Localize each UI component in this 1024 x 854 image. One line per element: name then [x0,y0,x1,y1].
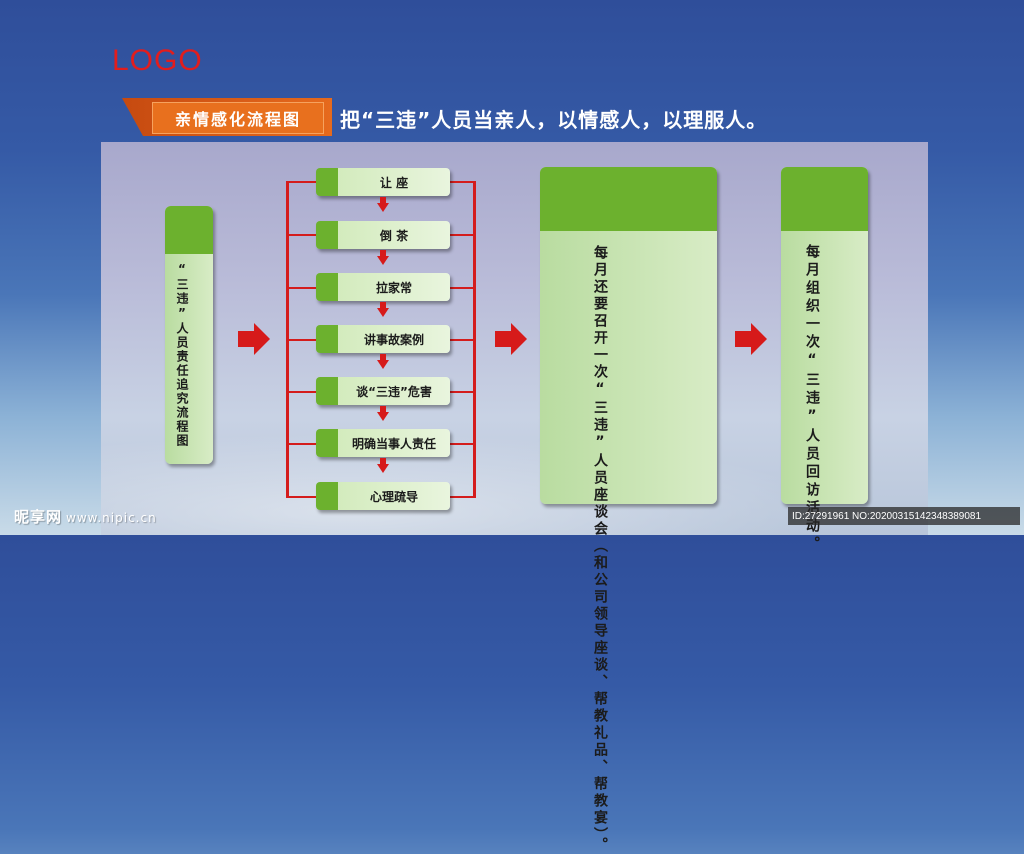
flow-step-counseling: 心理疏导 [316,482,450,510]
down-arrow-icon [380,458,386,464]
down-arrow-icon [377,203,389,212]
flow-step-pour-tea: 倒 茶 [316,221,450,249]
down-arrow-icon [380,406,386,412]
responsibility-card [165,206,213,464]
flow-step-label: 谈“三违”危害 [338,377,450,405]
flow-step-label: 倒 茶 [338,221,450,249]
flow-step-label: 心理疏导 [338,482,450,510]
flow-connector [450,443,476,445]
logo: LOGO [112,44,203,77]
flow-connector [286,339,316,341]
flow-step-label: 明确当事人责任 [338,429,450,457]
flow-connector [450,391,476,393]
down-arrow-icon [377,308,389,317]
arrow-right-icon [735,323,767,355]
watermark-url: www.nipic.cn [66,511,157,525]
flow-connector [286,287,316,289]
flow-connector [286,234,316,236]
down-arrow-icon [377,360,389,369]
image-id-bar: ID:27291961 NO:20200315142348389081 [788,507,1020,525]
flow-connector [450,234,476,236]
flow-step-label: 拉家常 [338,273,450,301]
down-arrow-icon [377,412,389,421]
down-arrow-icon [377,256,389,265]
flow-connector [450,496,476,498]
flow-connector [450,339,476,341]
forum-card [540,167,717,504]
down-arrow-icon [380,197,386,203]
flow-connector [286,496,316,498]
flow-connector [450,181,476,183]
down-arrow-icon [377,464,389,473]
flow-step-offer-seat: 让 座 [316,168,450,196]
arrow-right-icon [238,323,270,355]
flow-step-accident-cases: 讲事故案例 [316,325,450,353]
flow-connector [286,443,316,445]
flow-step-label: 讲事故案例 [338,325,450,353]
flow-connector [286,391,316,393]
down-arrow-icon [380,250,386,256]
flow-connector [450,287,476,289]
forum-card-text: 每月还要召开一次“三违”人员座谈会（和公司领导座谈、帮教礼品、帮教宴）。 [592,245,608,854]
revisit-card-text: 每月组织一次“三违”人员回访活动。 [804,244,820,554]
title-tag: 亲情感化流程图 [152,102,324,134]
flow-step-clarify-responsibility: 明确当事人责任 [316,429,450,457]
responsibility-card-text: “三违”人员责任追究流程图 [175,262,189,448]
down-arrow-icon [380,354,386,360]
watermark-brand: 昵享网 [14,508,63,526]
flow-connector [286,181,316,183]
flow-step-label: 让 座 [338,168,450,196]
flow-step-chat: 拉家常 [316,273,450,301]
flow-step-violation-hazards: 谈“三违”危害 [316,377,450,405]
down-arrow-icon [380,302,386,308]
headline: 把“三违”人员当亲人，以情感人，以理服人。 [340,108,768,132]
arrow-right-icon [495,323,527,355]
revisit-card [781,167,868,504]
